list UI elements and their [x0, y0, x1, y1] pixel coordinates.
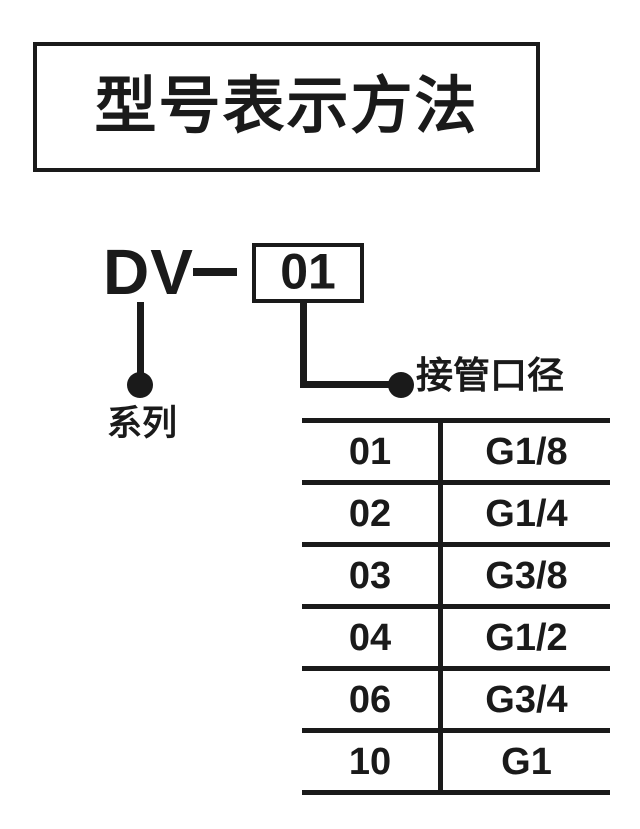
table-cell-code: 01 [302, 418, 443, 485]
port-size-table-body: 01 G1/8 02 G1/4 03 G3/8 04 G1/2 06 G3/4 … [302, 418, 610, 795]
series-label: 系列 [106, 404, 177, 444]
model-prefix-text: DV [103, 236, 194, 308]
title-box: 型号表示方法 [33, 42, 540, 172]
table-row: 04 G1/2 [302, 606, 610, 671]
table-cell-size: G1/2 [440, 606, 610, 671]
table-cell-code: 10 [302, 730, 443, 795]
page-title: 型号表示方法 [94, 68, 479, 142]
table-cell-code: 03 [302, 544, 443, 609]
port-code-box: 01 [252, 243, 364, 303]
port-leader-line-vertical [300, 301, 307, 386]
port-code-value: 01 [280, 243, 336, 300]
model-prefix: DV [103, 240, 194, 304]
series-leader-line [137, 302, 144, 378]
table-cell-code: 06 [302, 668, 443, 733]
table-cell-size: G1/8 [440, 418, 610, 485]
table-cell-size: G3/8 [440, 544, 610, 609]
table-cell-code: 02 [302, 482, 443, 547]
table-cell-code: 04 [302, 606, 443, 671]
table-cell-size: G1 [440, 730, 610, 795]
table-row: 02 G1/4 [302, 482, 610, 547]
port-leader-line-horizontal [300, 381, 402, 388]
model-separator-dash [193, 268, 237, 276]
port-leader-dot [388, 372, 414, 398]
port-size-label: 接管口径 [416, 354, 564, 397]
table-row: 01 G1/8 [302, 418, 610, 485]
series-leader-dot [127, 372, 153, 398]
table-row: 06 G3/4 [302, 668, 610, 733]
table-row: 10 G1 [302, 730, 610, 795]
table-row: 03 G3/8 [302, 544, 610, 609]
table-cell-size: G1/4 [440, 482, 610, 547]
port-size-table: 01 G1/8 02 G1/4 03 G3/8 04 G1/2 06 G3/4 … [302, 418, 610, 795]
table-cell-size: G3/4 [440, 668, 610, 733]
